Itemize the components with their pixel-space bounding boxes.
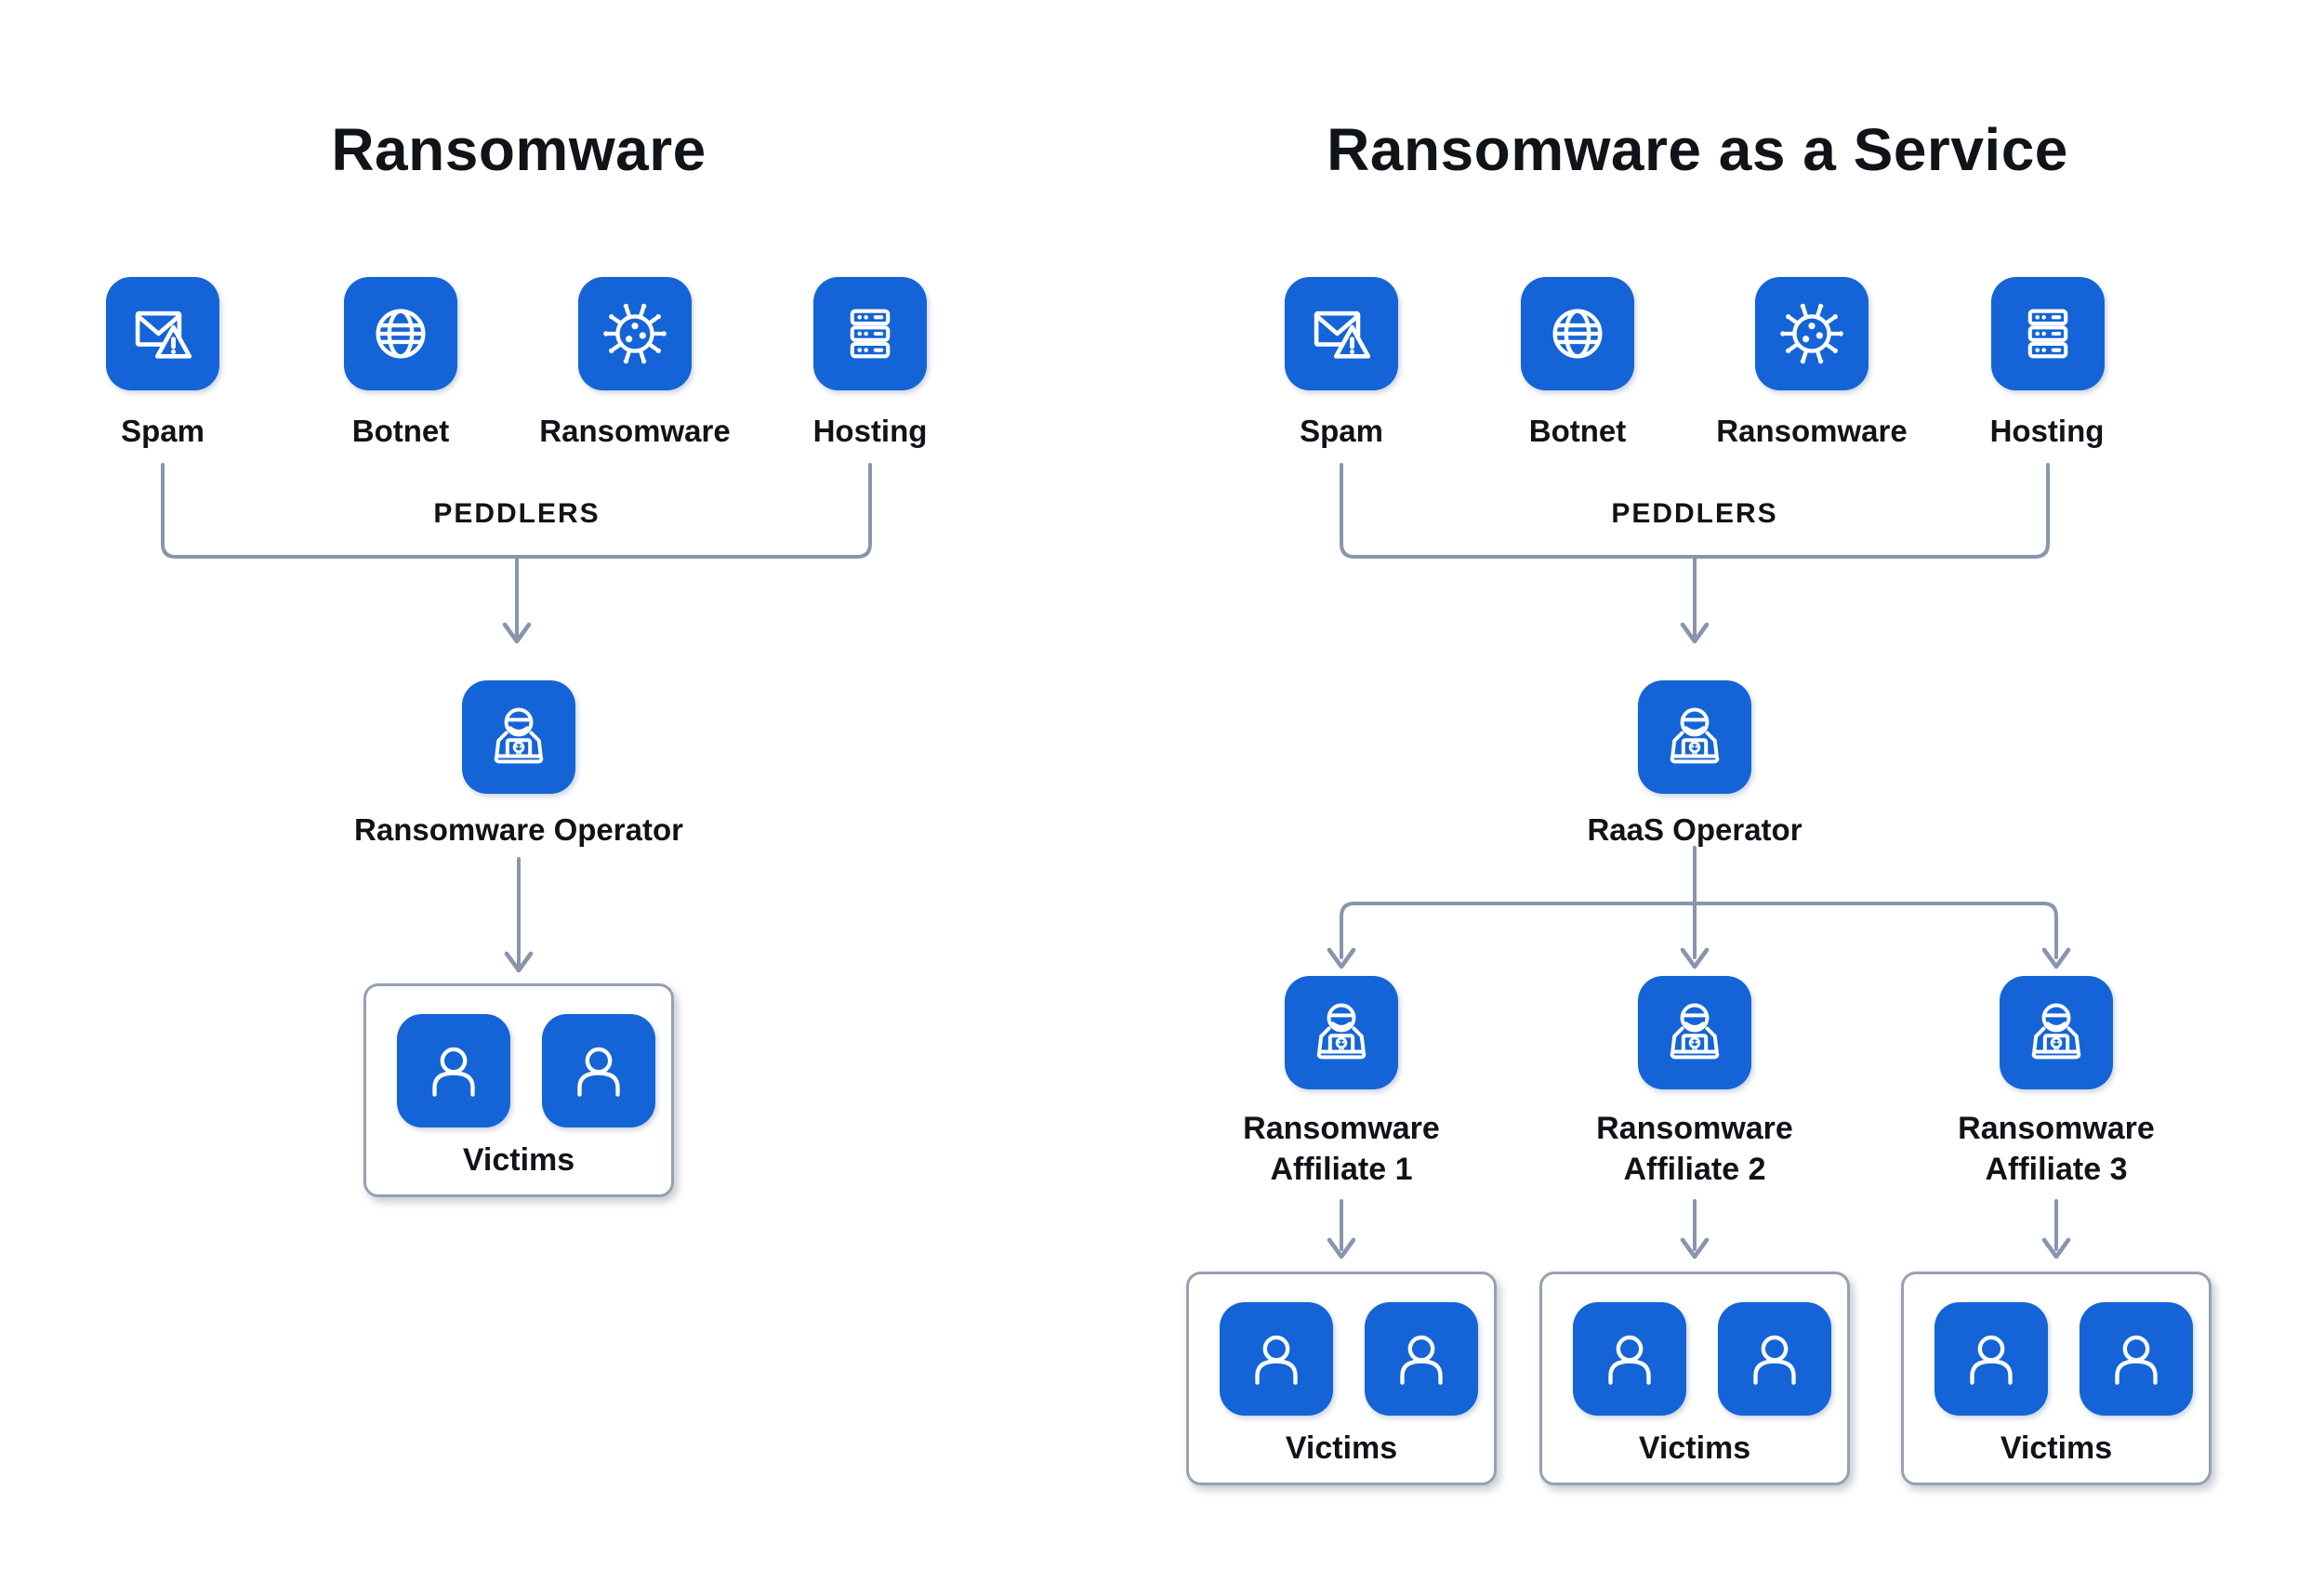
panel-ransomware: Ransomware Spam Botnet Ransomware Hostin… xyxy=(106,116,928,1197)
affiliate-3-tile xyxy=(2000,976,2113,1089)
left-victims-label: Victims xyxy=(462,1142,575,1178)
affiliate-2-label: Ransomware Affiliate 2 xyxy=(1596,1111,1793,1187)
ransomware-label: Ransomware xyxy=(539,414,731,448)
hacker-icon xyxy=(2018,995,2094,1071)
spam-icon xyxy=(125,296,201,372)
person-icon xyxy=(1383,1321,1459,1397)
spam-tile xyxy=(1285,277,1398,390)
victims-label-2: Victims xyxy=(1638,1430,1751,1466)
person-icon xyxy=(2098,1321,2174,1397)
affiliate-1-tile xyxy=(1285,976,1398,1089)
victim-tile xyxy=(1718,1302,1831,1416)
ransomware-label: Ransomware xyxy=(1716,414,1908,448)
hosting-tile xyxy=(1991,277,2105,390)
affiliate-3-victims-box: Victims xyxy=(1901,1272,2212,1485)
botnet-tile xyxy=(1521,277,1634,390)
botnet-tile xyxy=(344,277,457,390)
panel-raas: Ransomware as a Service Spam Botnet Rans… xyxy=(1162,0,2324,1595)
raas-operator-tile xyxy=(1638,680,1751,794)
botnet-label: Botnet xyxy=(351,414,450,448)
affiliate-1-label: Ransomware Affiliate 1 xyxy=(1243,1111,1440,1187)
affiliate-2-tile xyxy=(1638,976,1751,1089)
person-icon xyxy=(416,1033,492,1109)
person-icon xyxy=(1736,1321,1813,1397)
affiliate-3-label: Ransomware Affiliate 3 xyxy=(1958,1111,2155,1187)
right-peddlers-label: PEDDLERS xyxy=(1611,498,1778,529)
hacker-icon xyxy=(481,699,557,775)
hacker-icon xyxy=(1303,995,1380,1071)
victims-label-1: Victims xyxy=(1285,1430,1398,1466)
hosting-tile xyxy=(813,277,927,390)
victims-label-3: Victims xyxy=(2000,1430,2113,1466)
virus-icon xyxy=(597,296,673,372)
victim-tile xyxy=(2080,1302,2193,1416)
ransomware-tile xyxy=(578,277,692,390)
victim-tile xyxy=(542,1014,655,1127)
raas-operator-label: RaaS Operator xyxy=(1587,812,1802,847)
globe-icon xyxy=(1539,296,1616,372)
server-icon xyxy=(832,296,908,372)
person-icon xyxy=(1238,1321,1314,1397)
left-victims-box: Victims xyxy=(363,983,674,1197)
hacker-icon xyxy=(1657,699,1733,775)
hosting-label: Hosting xyxy=(812,414,928,448)
victim-tile xyxy=(1934,1302,2048,1416)
left-peddlers-label: PEDDLERS xyxy=(433,498,601,529)
person-icon xyxy=(561,1033,637,1109)
right-panel-title: Ransomware as a Service xyxy=(1327,116,2068,183)
person-icon xyxy=(1953,1321,2029,1397)
spam-label: Spam xyxy=(121,414,205,448)
server-icon xyxy=(2010,296,2086,372)
ransomware-operator-tile xyxy=(462,680,575,794)
spam-label: Spam xyxy=(1300,414,1383,448)
hacker-icon xyxy=(1657,995,1733,1071)
victim-tile xyxy=(1220,1302,1333,1416)
ransomware-operator-label: Ransomware Operator xyxy=(354,812,683,847)
virus-icon xyxy=(1774,296,1850,372)
victim-tile xyxy=(1365,1302,1478,1416)
globe-icon xyxy=(363,296,439,372)
hosting-label: Hosting xyxy=(1989,414,2105,448)
botnet-label: Botnet xyxy=(1528,414,1627,448)
left-panel-title: Ransomware xyxy=(331,116,706,183)
person-icon xyxy=(1591,1321,1668,1397)
ransomware-tile xyxy=(1755,277,1868,390)
victim-tile xyxy=(397,1014,510,1127)
affiliate-2-victims-box: Victims xyxy=(1539,1272,1850,1485)
spam-icon xyxy=(1303,296,1380,372)
spam-tile xyxy=(106,277,219,390)
victim-tile xyxy=(1573,1302,1686,1416)
affiliate-1-victims-box: Victims xyxy=(1186,1272,1497,1485)
